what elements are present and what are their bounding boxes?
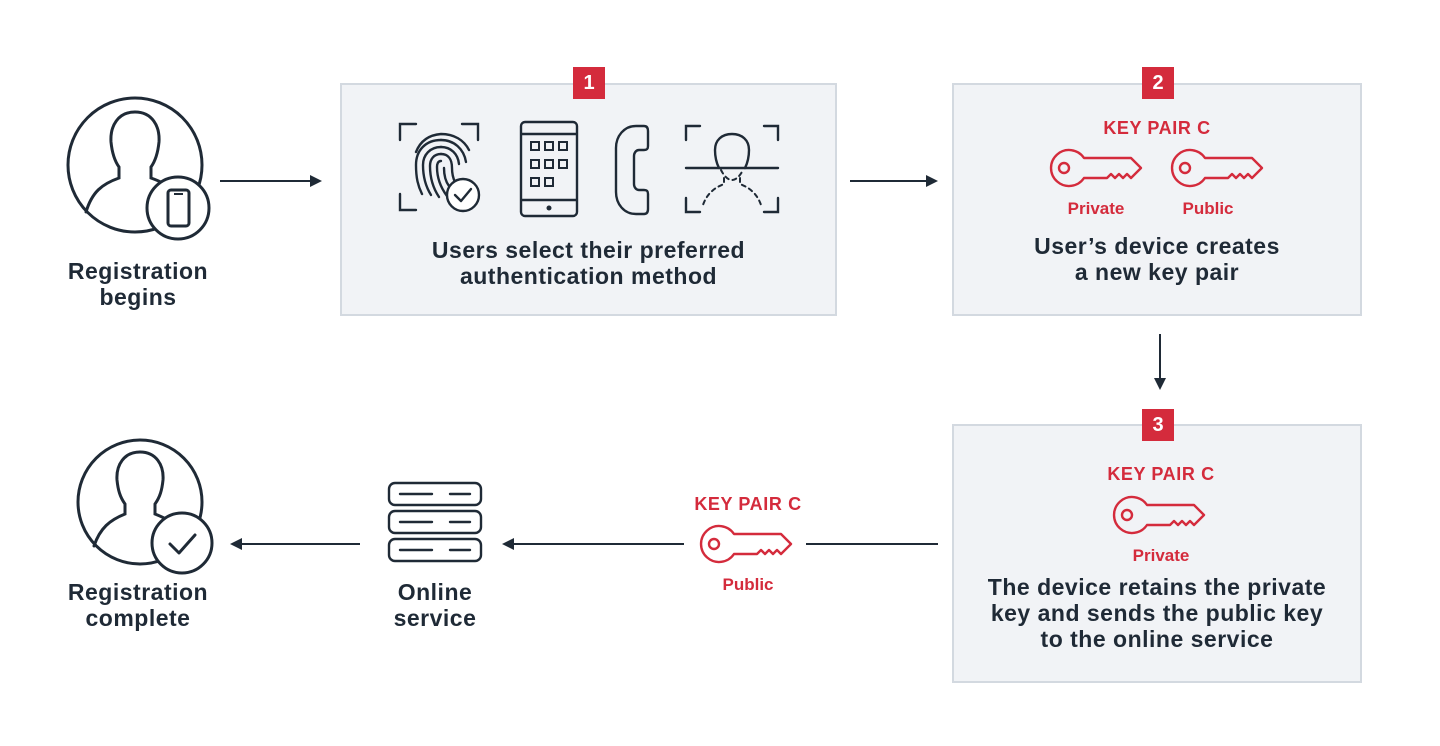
service-label-line1: Online	[397, 579, 473, 605]
service-label-line2: service	[393, 605, 477, 631]
step-1-caption-line1: Users select their preferred	[431, 237, 746, 263]
step-3-box	[952, 424, 1362, 683]
step-2-box	[952, 83, 1362, 316]
registration-complete-label-line2: complete	[85, 605, 191, 631]
step-3-caption-line3: to the online service	[1040, 626, 1274, 652]
step-3-key-pair-title: KEY PAIR C	[1107, 464, 1215, 484]
public-key-icon	[699, 524, 793, 564]
connector-line	[806, 543, 938, 545]
registration-begins-label-line2: begins	[99, 284, 177, 310]
step-3-caption-line2: key and sends the public key	[990, 600, 1324, 626]
arrow-right-icon	[850, 175, 938, 187]
server-icon	[387, 481, 483, 563]
transfer-key-pair-title: KEY PAIR C	[694, 494, 802, 514]
step-3-caption-line1: The device retains the private	[987, 574, 1327, 600]
private-key-icon	[1049, 148, 1143, 188]
public-key-icon	[1170, 148, 1264, 188]
step-2-private-label: Private	[1067, 199, 1125, 218]
step-2-public-label: Public	[1182, 199, 1234, 218]
step-2-key-pair-title: KEY PAIR C	[1103, 118, 1211, 138]
arrow-left-icon	[502, 538, 684, 550]
private-key-icon	[1112, 495, 1206, 535]
step-1-badge: 1	[573, 67, 605, 99]
step-2-caption-line1: User’s device creates	[1034, 233, 1280, 259]
step-2-badge: 2	[1142, 67, 1174, 99]
face-scan-icon	[684, 124, 780, 214]
transfer-public-label: Public	[722, 575, 774, 594]
checkmark-icon	[150, 511, 214, 575]
step-2-caption-line2: a new key pair	[1074, 259, 1240, 285]
arrow-left-icon	[230, 538, 360, 550]
step-3-private-label: Private	[1132, 546, 1190, 565]
telephone-icon	[614, 124, 650, 216]
registration-complete-label-line1: Registration	[67, 579, 209, 605]
step-3-badge: 3	[1142, 409, 1174, 441]
fingerprint-icon	[398, 122, 481, 213]
smartphone-icon	[145, 175, 211, 241]
registration-begins-label-line1: Registration	[67, 258, 209, 284]
step-1-box	[340, 83, 837, 316]
step-1-caption-line2: authentication method	[459, 263, 718, 289]
arrow-down-icon	[1154, 334, 1166, 390]
phone-keypad-icon	[519, 120, 579, 218]
arrow-right-icon	[220, 175, 322, 187]
